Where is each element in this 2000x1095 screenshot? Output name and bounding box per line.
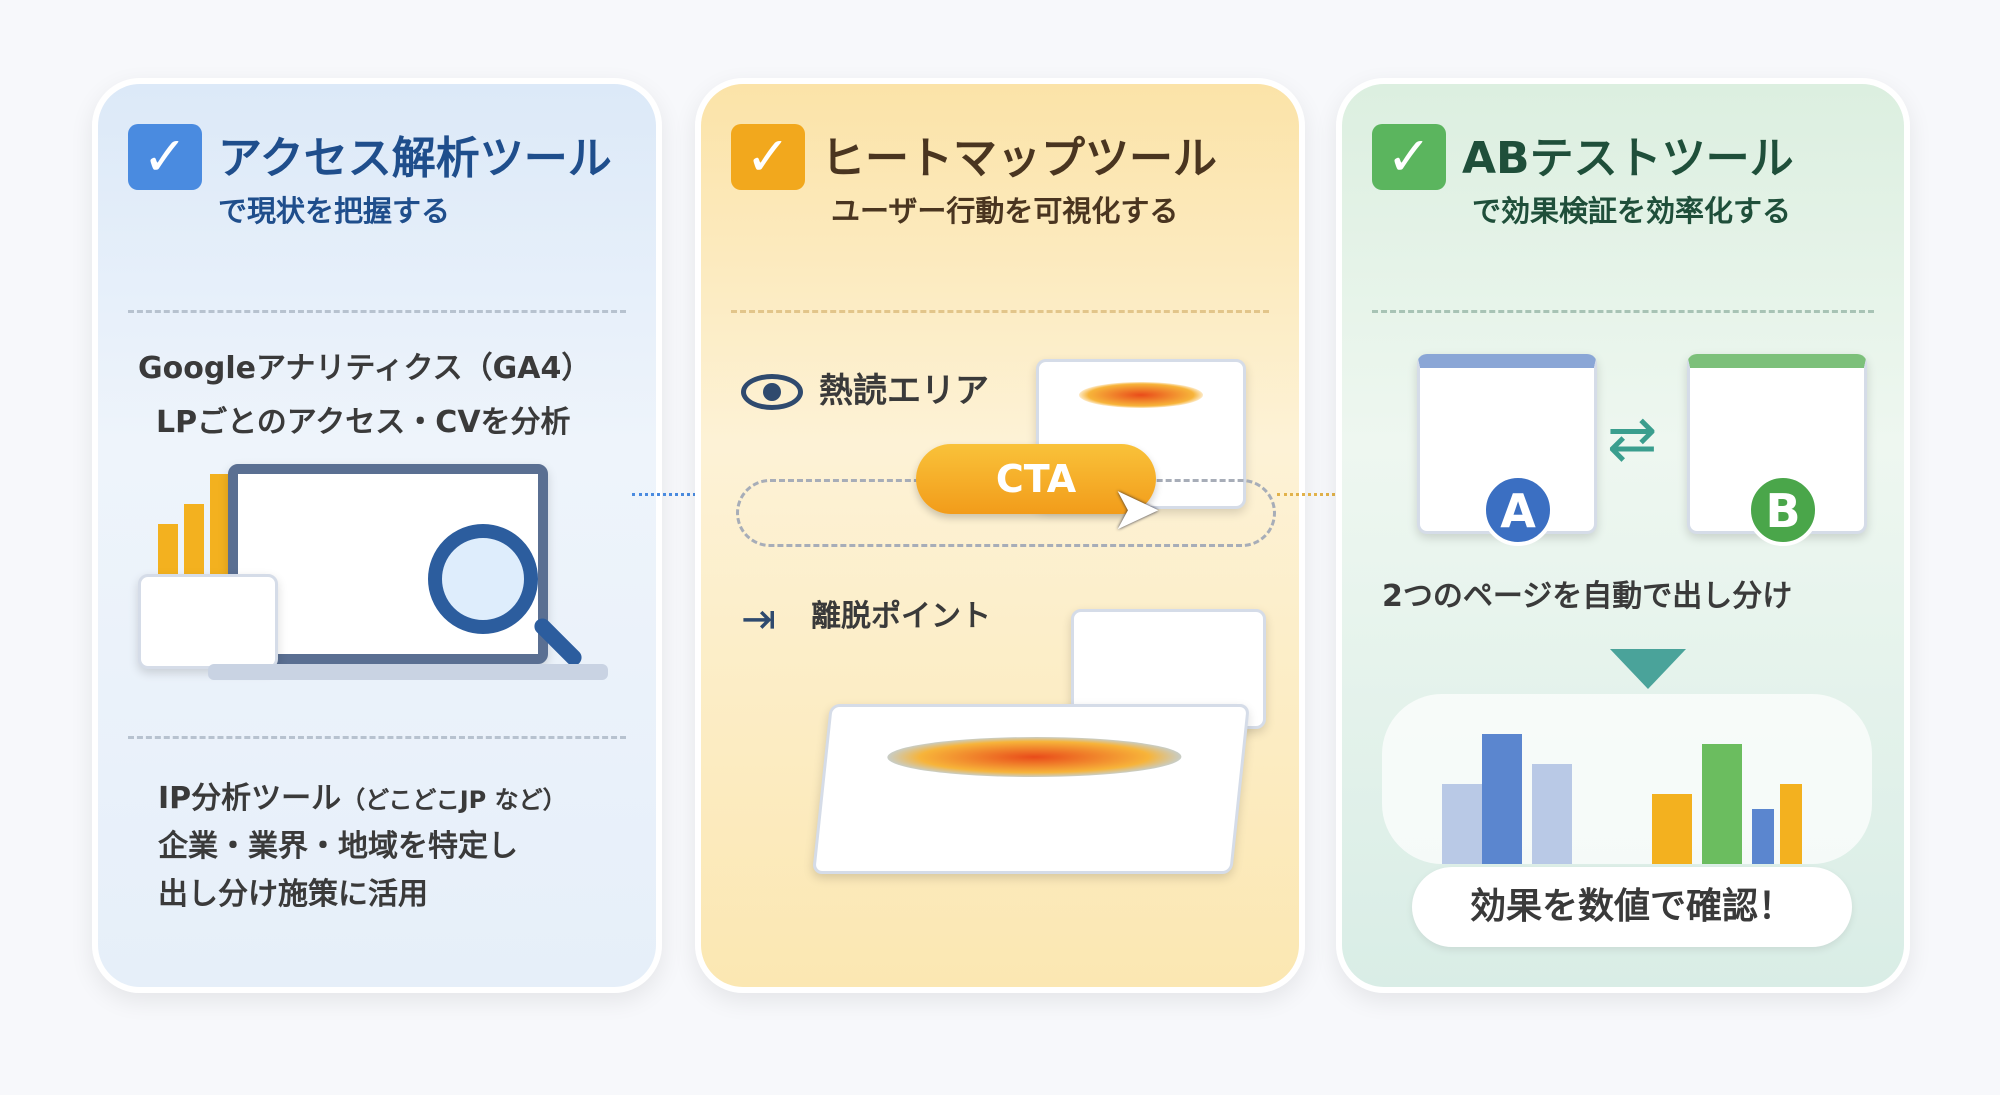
reading-area-label: 熱読エリア (819, 371, 989, 411)
result-banner: 効果を数値で確認！ (1412, 867, 1852, 947)
divider (128, 736, 626, 739)
checkbox-icon: ✓ (128, 124, 202, 190)
eye-icon (741, 374, 803, 410)
access-analysis-card: ✓ アクセス解析ツール で現状を把握する Googleアナリティクス（GA4） … (92, 78, 662, 993)
heatmap-page (812, 704, 1250, 874)
cursor-icon: ➤ (1111, 474, 1162, 544)
card-subtitle: で現状を把握する (218, 194, 451, 228)
card-title: アクセス解析ツール (218, 133, 612, 184)
ip-desc-1: 企業・業界・地域を特定し (158, 829, 518, 864)
connector (1277, 493, 1347, 496)
ip-desc-2: 出し分け施策に活用 (158, 877, 428, 912)
divider (731, 310, 1269, 313)
ip-tool-line: IP分析ツール（どこどこJP など） (158, 781, 567, 816)
checkbox-icon: ✓ (731, 124, 805, 190)
ga4-line: Googleアナリティクス（GA4） (138, 351, 592, 386)
divider (1372, 310, 1874, 313)
page-b-badge: B (1747, 474, 1819, 546)
connector (632, 493, 702, 496)
card-subtitle: ユーザー行動を可視化する (831, 194, 1179, 228)
ga4-desc: LPごとのアクセス・CVを分析 (156, 405, 571, 440)
magnifier-icon (428, 524, 538, 634)
exit-point-label: 離脱ポイント (811, 599, 991, 634)
heatmap-card: ✓ ヒートマップツール ユーザー行動を可視化する 熱読エリア CTA ➤ ⇥ 離… (695, 78, 1305, 993)
card-title: ヒートマップツール (821, 133, 1217, 184)
laptop-analytics-illustration (128, 464, 638, 704)
ab-caption: 2つのページを自動で出し分け (1382, 579, 1793, 614)
result-chart-illustration (1382, 694, 1872, 864)
ab-test-card: ✓ ABテストツール で効果検証を効率化する A ⇄ B 2つのページを自動で出… (1336, 78, 1910, 993)
divider (128, 310, 626, 313)
swap-arrows-icon: ⇄ (1607, 404, 1658, 474)
card-subtitle: で効果検証を効率化する (1472, 194, 1792, 228)
exit-icon: ⇥ (741, 594, 777, 643)
arrow-down-icon (1610, 649, 1686, 689)
cta-button[interactable]: CTA (916, 444, 1156, 514)
page-a-badge: A (1482, 474, 1554, 546)
card-title: ABテストツール (1462, 133, 1794, 184)
checkbox-icon: ✓ (1372, 124, 1446, 190)
